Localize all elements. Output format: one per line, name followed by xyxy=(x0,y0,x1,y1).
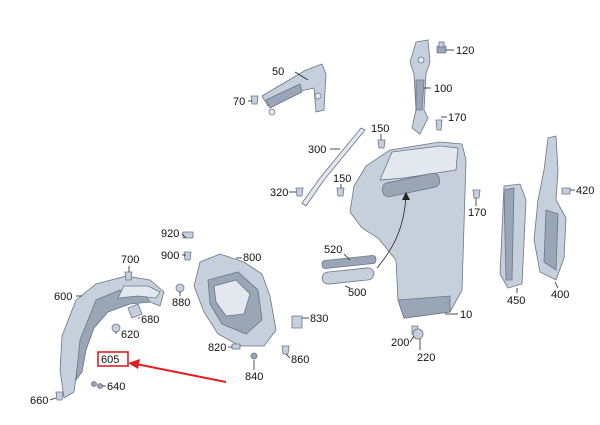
callout-label: 820 xyxy=(208,342,226,354)
part-500-pointer xyxy=(376,195,407,269)
part-150-clip-b xyxy=(336,187,345,197)
callout-label: 840 xyxy=(245,371,263,383)
callout-label: 170 xyxy=(448,112,466,124)
callout-label: 880 xyxy=(172,297,190,309)
callout-label: 860 xyxy=(291,354,309,366)
callout-label: 660 xyxy=(30,395,48,407)
callout-label: 900 xyxy=(161,250,179,262)
part-920-clip xyxy=(182,231,194,239)
part-170-clip-upper xyxy=(435,119,443,131)
leader-lines xyxy=(49,49,575,401)
part-170-clip-right xyxy=(472,189,481,199)
callout-label: 830 xyxy=(310,313,328,325)
part-800-wheel-liner xyxy=(193,253,277,347)
part-150-clip-a xyxy=(377,139,386,149)
part-820-screw xyxy=(231,343,241,350)
callout-label: 170 xyxy=(468,207,486,219)
callout-label: 70 xyxy=(233,96,245,108)
callout-label: 620 xyxy=(121,329,139,341)
part-520-emblem xyxy=(321,255,377,269)
part-120-bolt xyxy=(436,41,447,54)
part-70-clip xyxy=(250,95,259,105)
callout-label: 100 xyxy=(434,83,452,95)
callout-label: 420 xyxy=(576,185,594,197)
part-620-clip xyxy=(111,323,121,333)
callout-label: 50 xyxy=(272,66,284,78)
part-450-molding xyxy=(499,183,527,289)
callout-labels: 120 50 100 70 170 150 300 150 320 170 42… xyxy=(30,45,594,407)
callout-label: 700 xyxy=(121,254,139,266)
callout-label: 300 xyxy=(308,144,326,156)
callout-label: 320 xyxy=(270,187,288,199)
part-500-badge xyxy=(321,267,375,285)
callout-label: 600 xyxy=(54,291,72,303)
part-640-screws xyxy=(91,381,103,389)
callout-label: 150 xyxy=(333,173,351,185)
callout-label: 520 xyxy=(324,244,342,256)
callout-label: 800 xyxy=(243,252,261,264)
part-100-vertical-bracket xyxy=(409,39,431,135)
callout-label: 120 xyxy=(456,45,474,57)
callout-label: 220 xyxy=(417,352,435,364)
callout-label: 450 xyxy=(507,295,525,307)
part-680-bracket xyxy=(127,303,143,319)
callout-label: 200 xyxy=(391,337,409,349)
callout-label-605: 605 xyxy=(101,354,119,366)
part-880-grommet xyxy=(175,283,185,293)
part-10-fender xyxy=(349,141,467,319)
highlight-arrow-line xyxy=(135,363,227,383)
callout-label: 920 xyxy=(161,228,179,240)
part-300-trim-strip xyxy=(301,127,366,207)
part-840-nut xyxy=(250,352,258,360)
highlight-arrow-head xyxy=(128,359,140,369)
callout-label: 640 xyxy=(107,381,125,393)
part-600-arch-liner xyxy=(59,275,165,399)
callout-label: 400 xyxy=(551,289,569,301)
callout-label: 10 xyxy=(460,309,472,321)
callout-label: 500 xyxy=(348,287,366,299)
callout-label: 150 xyxy=(371,123,389,135)
part-400-rear-panel xyxy=(533,135,567,281)
part-700-clip xyxy=(124,271,133,281)
highlight-box-605 xyxy=(97,351,129,367)
part-660-clip xyxy=(55,391,64,401)
part-860-clip xyxy=(281,345,290,355)
callout-label: 680 xyxy=(141,314,159,326)
highlight-605 xyxy=(97,351,227,383)
part-830-clip xyxy=(291,315,303,329)
part-320-clip xyxy=(295,187,304,197)
part-50-bracket xyxy=(261,63,327,116)
part-220-washer xyxy=(412,328,424,340)
part-900-clip xyxy=(183,251,192,261)
part-420-bolt xyxy=(561,187,571,195)
